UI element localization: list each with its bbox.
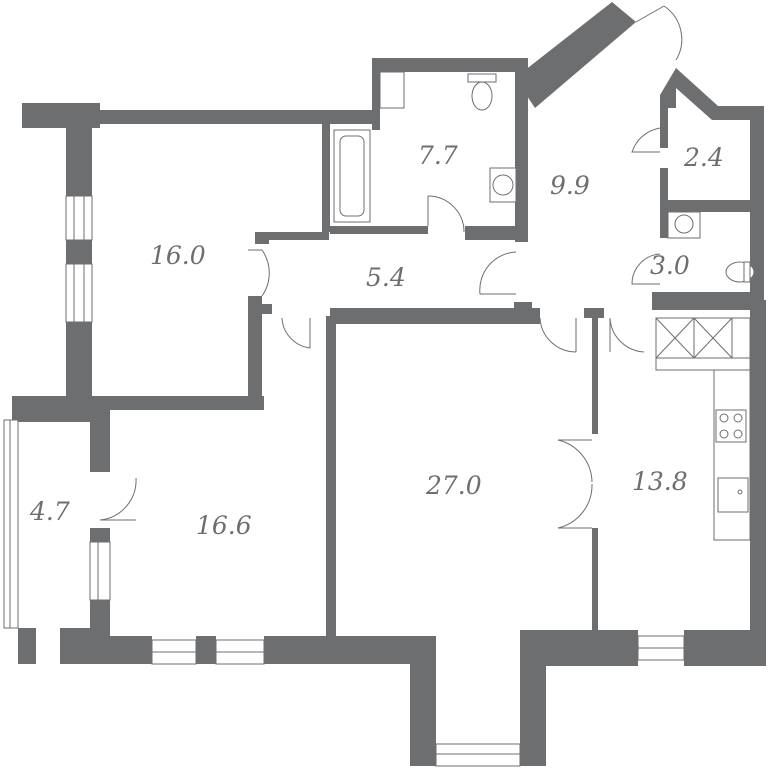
walls [12, 2, 766, 766]
area-label-balcony: 4.7 [29, 497, 70, 526]
sink [489, 167, 517, 203]
fixtures [333, 71, 755, 541]
area-label-bathroom: 7.7 [418, 141, 458, 170]
stove [715, 409, 747, 443]
area-label-bedroom-bottom-left: 16.6 [196, 511, 252, 540]
doors [99, 5, 683, 529]
windows [3, 195, 685, 767]
area-label-wc: 3.0 [650, 251, 690, 280]
area-label-bedroom-top-left: 16.0 [150, 241, 206, 270]
area-label-kitchen: 13.8 [632, 467, 688, 496]
area-label-hall: 9.9 [550, 171, 590, 200]
kitchen-sink [717, 477, 749, 513]
bathtub [333, 129, 371, 223]
area-label-living-room: 27.0 [425, 471, 482, 500]
area-labels: 16.0 7.7 5.4 9.9 2.4 3.0 4.7 16.6 27.0 1… [29, 141, 724, 540]
wc-sink [667, 211, 701, 239]
toilet [467, 73, 497, 83]
area-label-storage: 2.4 [683, 143, 724, 172]
area-label-corridor: 5.4 [366, 263, 406, 292]
